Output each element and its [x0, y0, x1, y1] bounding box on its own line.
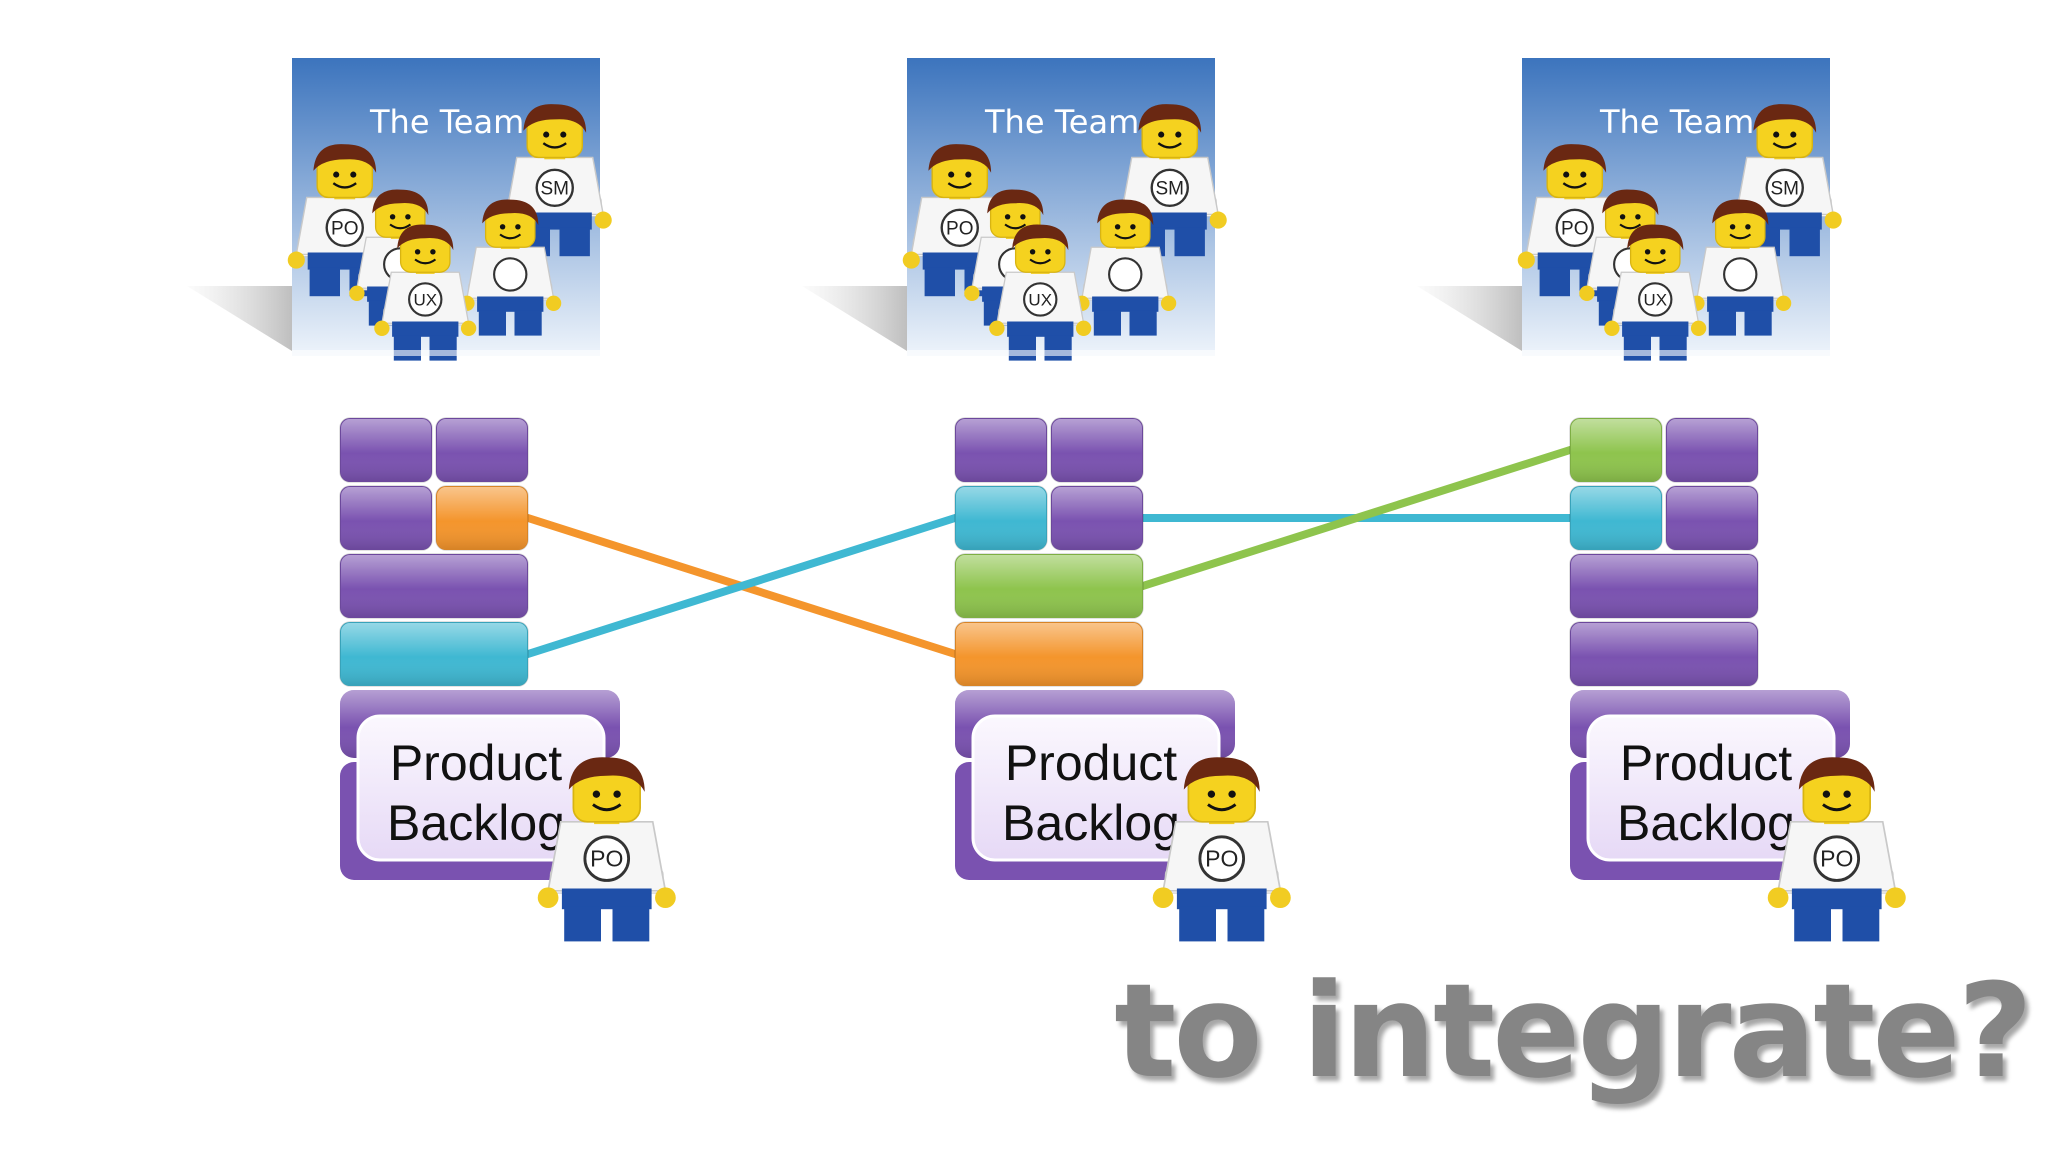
role-badge-text: PO	[331, 218, 358, 239]
product-owner-figure: PO	[536, 755, 678, 943]
team-member-sm: SM	[1726, 102, 1843, 258]
backlog-item-shine	[1052, 419, 1142, 481]
product-owner-figure: PO	[1766, 755, 1908, 943]
backlog-item-shine	[1571, 419, 1661, 481]
role-badge-text: PO	[1561, 218, 1588, 239]
role-badge-text: PO	[1205, 846, 1238, 872]
team-member-sm: SM	[1111, 102, 1228, 258]
role-badge-text: UX	[1028, 290, 1052, 309]
backlog-item-shine	[1571, 555, 1757, 617]
team-picture-edge	[292, 350, 600, 356]
backlog-item-shine	[956, 419, 1046, 481]
dependency-line-cyan	[524, 514, 959, 658]
team-member-ux: UX	[1603, 223, 1708, 362]
backlog-label-line-1: Product	[390, 735, 562, 791]
backlog-item-shine	[341, 487, 431, 549]
team-picture-edge	[907, 350, 1215, 356]
backlog-item-shine	[341, 419, 431, 481]
backlog-label-line-2: Backlog	[1617, 795, 1795, 851]
backlog-item-shine	[956, 487, 1046, 549]
role-badge-text: UX	[413, 290, 437, 309]
team-label: The Team	[1599, 103, 1754, 141]
team-picture-shadow	[1417, 286, 1522, 351]
team-member-po: PO	[286, 142, 403, 298]
role-badge-text: PO	[946, 218, 973, 239]
team-label: The Team	[369, 103, 524, 141]
backlog-item-shine	[341, 623, 527, 685]
team-picture-shadow	[802, 286, 907, 351]
team-member-po: PO	[901, 142, 1018, 298]
role-badge-text: PO	[1820, 846, 1853, 872]
backlog-item-shine	[1052, 487, 1142, 549]
backlog-item-shine	[437, 487, 527, 549]
team-member-ux: UX	[988, 223, 1093, 362]
backlog-label-line-2: Backlog	[1002, 795, 1180, 851]
team-picture-shadow	[187, 286, 292, 351]
role-badge-text: SM	[541, 178, 570, 199]
role-badge-text: UX	[1643, 290, 1667, 309]
team-label: The Team	[984, 103, 1139, 141]
backlog-item-shine	[1571, 623, 1757, 685]
backlog-label-line-1: Product	[1620, 735, 1792, 791]
team-member-sm: SM	[496, 102, 613, 258]
product-owner-figure: PO	[1151, 755, 1293, 943]
dependency-lines	[524, 446, 1574, 658]
backlog-item-shine	[1571, 487, 1661, 549]
backlog-item-shine	[341, 555, 527, 617]
backlog-item-shine	[1667, 487, 1757, 549]
team-member-po: PO	[1516, 142, 1633, 298]
role-badge-text: SM	[1771, 178, 1800, 199]
team-member-ux: UX	[373, 223, 478, 362]
backlog-item-shine	[437, 419, 527, 481]
dependency-line-green	[1139, 446, 1574, 590]
role-badge-text: PO	[590, 846, 623, 872]
backlog-item-shine	[956, 623, 1142, 685]
role-badge-text: SM	[1156, 178, 1185, 199]
team-picture-edge	[1522, 350, 1830, 356]
integrate-question: to integrate?	[1114, 955, 2033, 1107]
backlog-item-shine	[956, 555, 1142, 617]
backlog-label-line-2: Backlog	[387, 795, 565, 851]
backlog-label-line-1: Product	[1005, 735, 1177, 791]
backlog-item-shine	[1667, 419, 1757, 481]
